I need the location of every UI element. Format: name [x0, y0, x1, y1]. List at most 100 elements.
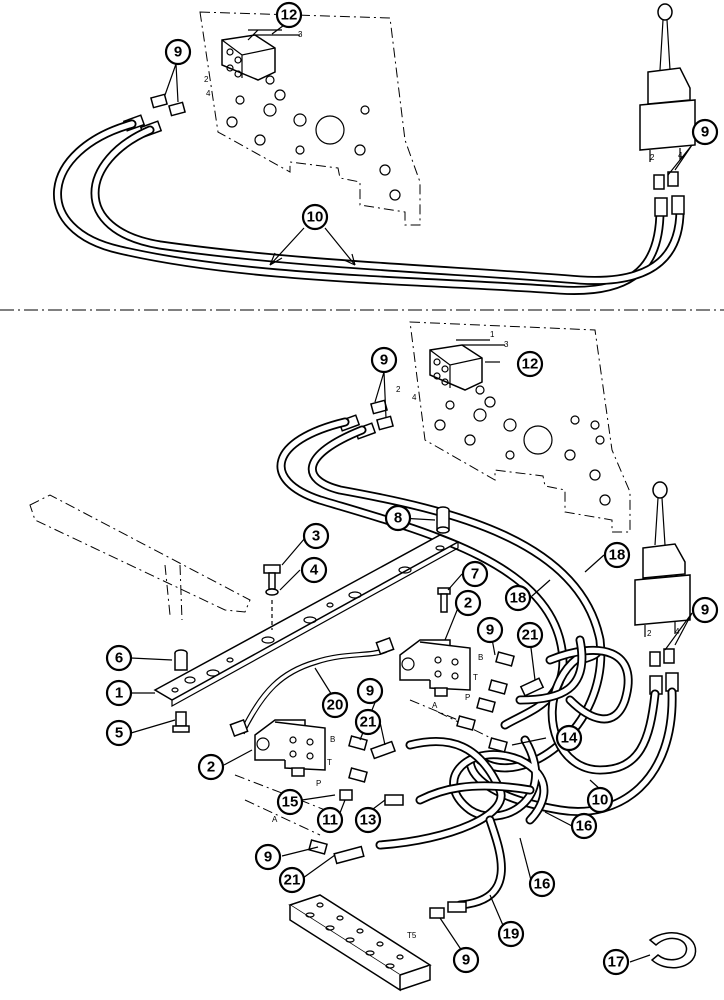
svg-text:9: 9 — [380, 352, 388, 369]
top-valve-block — [221, 34, 276, 81]
svg-text:16: 16 — [576, 818, 593, 835]
svg-text:15: 15 — [282, 794, 299, 811]
svg-text:18: 18 — [510, 590, 527, 607]
top-joystick — [639, 3, 696, 217]
bottom-callout-10: 10 — [586, 786, 614, 814]
svg-text:13: 13 — [360, 812, 377, 829]
manifold-block — [288, 894, 432, 992]
svg-text:1: 1 — [115, 685, 123, 702]
lower-valve-P-label: P — [316, 779, 321, 788]
svg-text:2: 2 — [464, 595, 472, 612]
washer-4 — [265, 588, 279, 596]
bottom-callout-16-a: 16 — [570, 812, 598, 840]
bottom-callout-11: 11 — [316, 806, 344, 834]
bottom-callout-18-a: 18 — [504, 584, 532, 612]
top-port-3-label: 3 — [298, 30, 303, 39]
bottom-port-4-label: 4 — [412, 393, 417, 402]
bottom-callout-9-right: 9 — [691, 596, 719, 624]
svg-text:14: 14 — [561, 730, 578, 747]
svg-text:16: 16 — [534, 876, 551, 893]
bottom-callout-19: 19 — [497, 920, 525, 948]
bottom-callout-9-left: 9 — [356, 677, 384, 705]
top-joy-2-label: 2 — [650, 153, 655, 162]
svg-text:9: 9 — [462, 952, 470, 969]
solenoid-valve-lower — [254, 719, 326, 777]
svg-text:19: 19 — [503, 926, 520, 943]
bottom-callout-12: 12 — [516, 350, 544, 378]
mounting-plate-holes — [171, 545, 445, 693]
svg-text:2: 2 — [207, 759, 215, 776]
top-callout-9-right: 9 — [691, 118, 719, 146]
svg-text:9: 9 — [174, 44, 182, 61]
manifold-T5-label: T5 — [407, 931, 417, 940]
svg-text:21: 21 — [360, 714, 377, 731]
bottom-valve-block — [429, 344, 483, 391]
bottom-callout-9-bottom-left: 9 — [254, 843, 282, 871]
bottom-callout-2-upper: 2 — [454, 589, 482, 617]
bottom-callout-21-a: 21 — [516, 621, 544, 649]
bottom-port-2-label: 2 — [396, 385, 401, 394]
hose-clip — [648, 932, 697, 969]
top-plate-holes — [226, 56, 401, 201]
bottom-callout-21-c: 21 — [278, 866, 306, 894]
bottom-callout-18-b: 18 — [603, 541, 631, 569]
bottom-callout-6: 6 — [105, 644, 133, 672]
bottom-joy-4-label: 4 — [675, 627, 680, 636]
svg-text:9: 9 — [701, 124, 709, 141]
upper-valve-B-label: B — [478, 653, 483, 662]
bottom-callout-14: 14 — [555, 724, 583, 752]
svg-text:9: 9 — [701, 602, 709, 619]
bottom-valve-plate — [409, 321, 631, 533]
bottom-port-3-label: 3 — [504, 340, 509, 349]
bottom-hoses-main — [276, 417, 677, 910]
bottom-callout-8: 8 — [384, 504, 412, 532]
bottom-callout-2-lower: 2 — [197, 753, 225, 781]
svg-text:21: 21 — [522, 627, 539, 644]
svg-text:10: 10 — [592, 792, 609, 809]
bolt-7 — [437, 587, 451, 613]
bottom-callout-21-b: 21 — [354, 708, 382, 736]
top-callout-9-left: 9 — [164, 38, 192, 66]
svg-text:18: 18 — [609, 547, 626, 564]
valve-fittings — [308, 651, 545, 919]
wire-harness — [239, 647, 386, 733]
top-valve-plate — [199, 11, 421, 226]
bottom-callout-16-b: 16 — [528, 870, 556, 898]
svg-text:6: 6 — [115, 650, 123, 667]
bottom-callout-1: 1 — [105, 679, 133, 707]
bottom-callout-15: 15 — [276, 788, 304, 816]
svg-text:4: 4 — [310, 562, 319, 579]
top-assembly: 1 3 2 4 2 4 — [53, 1, 719, 295]
svg-text:10: 10 — [307, 209, 324, 226]
bottom-port-1-label: 1 — [490, 330, 495, 339]
svg-text:8: 8 — [394, 510, 402, 527]
bolt-3 — [263, 564, 281, 590]
upper-valve-P-label: P — [465, 693, 470, 702]
top-port-2-label: 2 — [204, 75, 209, 84]
bottom-callout-9-top: 9 — [370, 346, 398, 374]
bottom-callout-5: 5 — [105, 719, 133, 747]
svg-text:3: 3 — [312, 528, 320, 545]
svg-text:7: 7 — [471, 566, 479, 583]
bottom-callout-4: 4 — [300, 556, 328, 584]
lower-valve-A-label: A — [272, 815, 278, 824]
top-joy-4-label: 4 — [678, 151, 683, 160]
bolt-5 — [172, 711, 190, 733]
top-callout-12: 12 — [275, 1, 303, 29]
spacer-6 — [174, 649, 188, 671]
bottom-joy-2-label: 2 — [647, 629, 652, 638]
top-port-4-label: 4 — [206, 89, 211, 98]
svg-text:17: 17 — [608, 954, 625, 971]
bottom-callout-20: 20 — [321, 691, 349, 719]
bottom-joystick — [634, 481, 691, 695]
svg-text:12: 12 — [522, 356, 539, 373]
svg-text:9: 9 — [264, 849, 272, 866]
bottom-callout-17: 17 — [602, 948, 630, 976]
spacer-8 — [436, 506, 450, 534]
upper-valve-A-label: A — [432, 701, 438, 710]
svg-text:12: 12 — [281, 7, 298, 24]
top-hoses — [53, 119, 685, 295]
bottom-assembly: 1 3 2 4 2 4 — [29, 321, 719, 992]
lower-valve-T-label: T — [327, 758, 332, 767]
top-callout-10: 10 — [301, 203, 329, 231]
